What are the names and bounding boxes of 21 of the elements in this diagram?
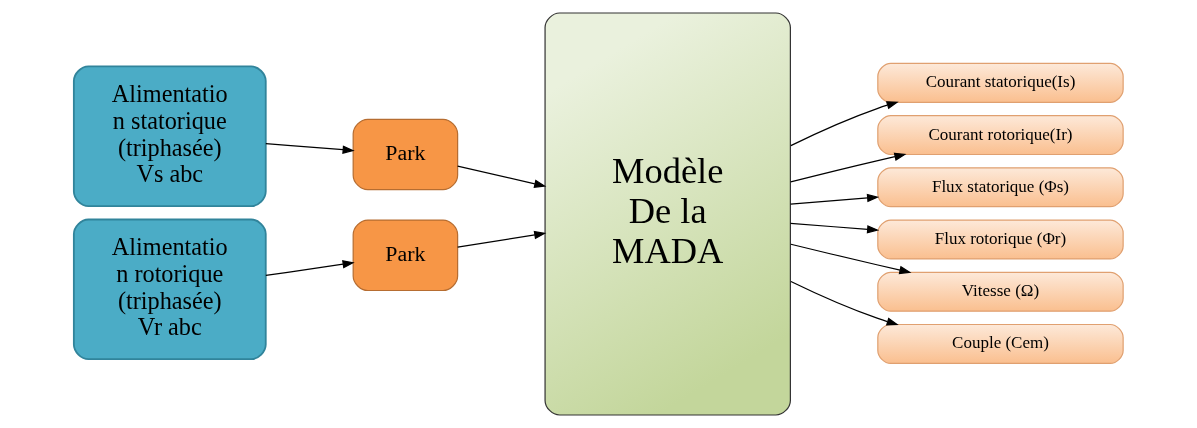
node-box: Courant rotorique(Ir)	[877, 115, 1124, 156]
arrow	[457, 230, 547, 248]
arrow	[790, 101, 899, 147]
node-box: Vitesse (Ω)	[877, 271, 1124, 312]
arrow	[790, 243, 912, 275]
node-box: Alimentatio n rotorique (triphasée) Vr abc	[72, 218, 267, 361]
node-box: Park	[352, 118, 459, 191]
arrow	[457, 165, 547, 188]
node-box: Flux statorique (Φs)	[877, 167, 1124, 208]
node-box: Courant statorique(Is)	[877, 62, 1124, 103]
node-box: Couple (Cem)	[877, 323, 1124, 364]
arrow	[789, 222, 880, 234]
arrow	[790, 152, 907, 183]
arrow	[265, 260, 355, 277]
node-box: Flux rotorique (Φr)	[877, 219, 1124, 260]
node-box: Alimentatio n statorique (triphasée) Vs abc	[72, 65, 267, 207]
arrow	[790, 280, 899, 326]
arrow	[789, 193, 880, 205]
arrow	[265, 143, 355, 154]
node-box: Modèle De la MADA	[544, 12, 791, 416]
node-box: Park	[352, 219, 459, 292]
